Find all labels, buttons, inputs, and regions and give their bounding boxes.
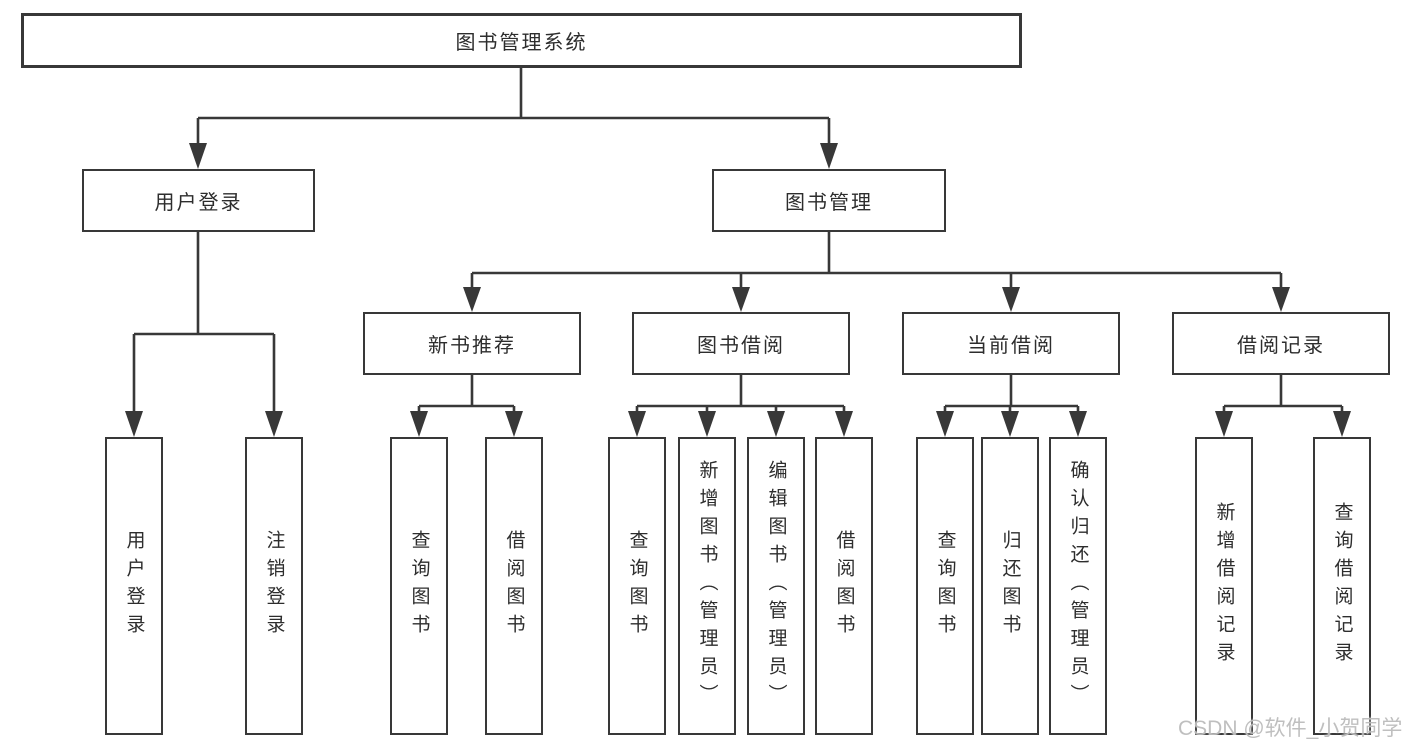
- node-root: 图书管理系统: [21, 13, 1022, 68]
- leaf-query-books-borrow: 查询图书: [608, 437, 666, 735]
- node-root-label: 图书管理系统: [455, 32, 588, 54]
- leaf-query-books-current-label: 查询图书: [934, 530, 956, 642]
- leaf-edit-book-admin: 编辑图书（管理员）: [747, 437, 805, 735]
- leaf-query-books-recommend-label: 查询图书: [408, 530, 430, 642]
- leaf-borrow-books-label: 借阅图书: [833, 530, 855, 642]
- node-book-borrow: 图书借阅: [632, 312, 850, 375]
- leaf-query-borrow-record-label: 查询借阅记录: [1331, 502, 1353, 670]
- leaf-borrow-books-recommend: 借阅图书: [485, 437, 543, 735]
- node-new-book-recommend: 新书推荐: [363, 312, 581, 375]
- node-book-management-label: 图书管理: [785, 192, 873, 214]
- node-borrow-records: 借阅记录: [1172, 312, 1390, 375]
- leaf-confirm-return-admin-label: 确认归还（管理员）: [1067, 460, 1089, 712]
- leaf-add-book-admin-label: 新增图书（管理员）: [696, 460, 718, 712]
- leaf-query-borrow-record: 查询借阅记录: [1313, 437, 1371, 735]
- node-book-management: 图书管理: [712, 169, 946, 232]
- leaf-query-books-current: 查询图书: [916, 437, 974, 735]
- leaf-logout-label: 注销登录: [263, 530, 285, 642]
- node-current-borrow-label: 当前借阅: [967, 335, 1055, 357]
- node-user-login-label: 用户登录: [154, 192, 243, 214]
- leaf-user-login-label: 用户登录: [123, 530, 145, 642]
- leaf-logout: 注销登录: [245, 437, 303, 735]
- leaf-add-borrow-record: 新增借阅记录: [1195, 437, 1253, 735]
- leaf-add-book-admin: 新增图书（管理员）: [678, 437, 736, 735]
- node-book-borrow-label: 图书借阅: [697, 335, 785, 357]
- node-borrow-records-label: 借阅记录: [1237, 335, 1325, 357]
- leaf-query-books-borrow-label: 查询图书: [626, 530, 648, 642]
- leaf-query-books-recommend: 查询图书: [390, 437, 448, 735]
- leaf-confirm-return-admin: 确认归还（管理员）: [1049, 437, 1107, 735]
- leaf-edit-book-admin-label: 编辑图书（管理员）: [765, 460, 787, 712]
- node-user-login: 用户登录: [82, 169, 315, 232]
- leaf-borrow-books: 借阅图书: [815, 437, 873, 735]
- node-new-book-recommend-label: 新书推荐: [428, 335, 516, 357]
- node-current-borrow: 当前借阅: [902, 312, 1120, 375]
- csdn-watermark: CSDN @软件_小贺同学: [1178, 717, 1403, 740]
- leaf-return-book: 归还图书: [981, 437, 1039, 735]
- leaf-return-book-label: 归还图书: [999, 530, 1021, 642]
- leaf-add-borrow-record-label: 新增借阅记录: [1213, 502, 1235, 670]
- leaf-user-login: 用户登录: [105, 437, 163, 735]
- leaf-borrow-books-recommend-label: 借阅图书: [503, 530, 525, 642]
